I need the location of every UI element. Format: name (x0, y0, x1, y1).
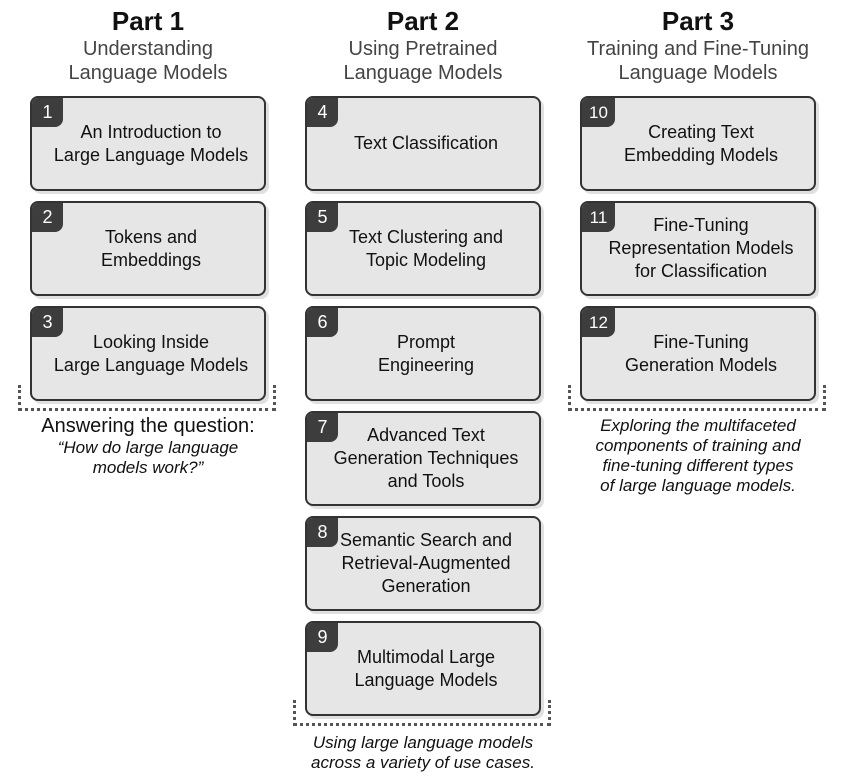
part-title: Part 2 (386, 6, 460, 36)
caption-text: “How do large language models work?” (57, 438, 239, 477)
part-2-dotted-bracket (293, 700, 551, 726)
part-subtitle: Using Pretrained Language Models (343, 38, 503, 84)
chapter-title: An Introduction to Large Language Models (53, 121, 249, 165)
chapter-title: Text Classification (353, 133, 499, 153)
chapter-title: Semantic Search and Retrieval-Augmented … (339, 530, 513, 596)
chapter-10-box: 10 Creating Text Embedding Models (580, 96, 816, 191)
chapter-title: Fine-Tuning Representation Models for Cl… (608, 215, 794, 281)
chapter-number-badge: 1 (32, 98, 63, 127)
chapter-8-box: 8 Semantic Search and Retrieval-Augmente… (305, 516, 541, 611)
chapter-number-badge: 7 (307, 413, 338, 442)
chapter-11-box: 11 Fine-Tuning Representation Models for… (580, 201, 816, 296)
caption-text: Using large language models across a var… (311, 733, 535, 772)
chapter-7-box: 7 Advanced Text Generation Techniques an… (305, 411, 541, 506)
chapter-number-badge: 10 (582, 98, 615, 127)
chapter-number-badge: 4 (307, 98, 338, 127)
chapter-2-box: 2 Tokens and Embeddings (30, 201, 266, 296)
part-1-caption: Answering the question: “How do large la… (0, 414, 296, 478)
chapter-4-box: 4 Text Classification (305, 96, 541, 191)
part-title: Part 1 (111, 6, 185, 36)
part-subtitle: Understanding Language Models (68, 38, 228, 84)
chapter-number-badge: 5 (307, 203, 338, 232)
part-title: Part 3 (661, 6, 735, 36)
caption-heading: Answering the question: (41, 415, 255, 437)
chapter-number-badge: 11 (582, 203, 615, 232)
chapter-title: Looking Inside Large Language Models (53, 331, 249, 375)
chapter-title: Advanced Text Generation Techniques and … (333, 425, 519, 491)
caption-text: Exploring the multifaceted components of… (595, 416, 801, 495)
chapter-number-badge: 12 (582, 308, 615, 337)
chapter-number-badge: 2 (32, 203, 63, 232)
chapter-title: Text Clustering and Topic Modeling (348, 226, 504, 270)
chapter-number-badge: 8 (307, 518, 338, 547)
chapter-5-box: 5 Text Clustering and Topic Modeling (305, 201, 541, 296)
chapter-title: Prompt Engineering (377, 331, 475, 375)
chapter-6-box: 6 Prompt Engineering (305, 306, 541, 401)
part-3-dotted-bracket (568, 385, 826, 411)
part-3-caption: Exploring the multifaceted components of… (550, 416, 841, 496)
chapter-title: Creating Text Embedding Models (623, 121, 779, 165)
chapter-1-box: 1 An Introduction to Large Language Mode… (30, 96, 266, 191)
chapter-9-box: 9 Multimodal Large Language Models (305, 621, 541, 716)
chapter-number-badge: 6 (307, 308, 338, 337)
part-1-dotted-bracket (18, 385, 276, 411)
part-2-caption: Using large language models across a var… (275, 733, 571, 773)
chapter-title: Multimodal Large Language Models (354, 646, 498, 690)
chapter-number-badge: 3 (32, 308, 63, 337)
part-subtitle: Training and Fine-Tuning Language Models (587, 38, 809, 84)
chapter-3-box: 3 Looking Inside Large Language Models (30, 306, 266, 401)
chapter-12-box: 12 Fine-Tuning Generation Models (580, 306, 816, 401)
chapter-title: Fine-Tuning Generation Models (624, 331, 778, 375)
chapter-title: Tokens and Embeddings (100, 226, 202, 270)
chapter-number-badge: 9 (307, 623, 338, 652)
